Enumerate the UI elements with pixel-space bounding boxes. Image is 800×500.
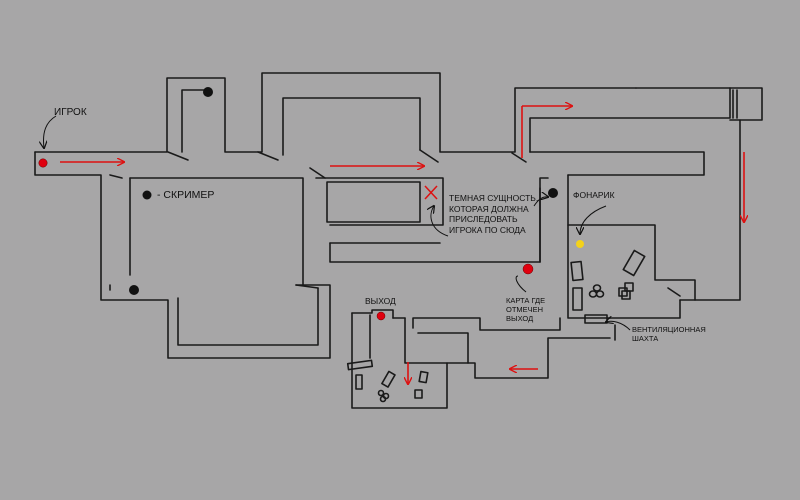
player-label: ИГРОК xyxy=(54,107,87,118)
player-marker xyxy=(38,158,48,168)
vent-note-line-1: ВЕНТИЛЯЦИОННАЯ xyxy=(632,325,706,334)
screamer-marker-3 xyxy=(548,188,558,198)
map-marker xyxy=(522,263,534,275)
annotation-pointers xyxy=(44,115,631,331)
exit-label: ВЫХОД xyxy=(365,296,396,306)
screamer-legend-label: - СКРИМЕР xyxy=(157,189,215,201)
furniture xyxy=(346,89,738,403)
doors xyxy=(109,149,681,297)
vent-note-line-2: ШАХТА xyxy=(632,334,659,343)
screamer-legend-marker xyxy=(142,190,152,200)
entity-marker-x xyxy=(424,185,438,200)
flashlight-label: ФОНАРИК xyxy=(573,190,615,200)
screamer-marker-2 xyxy=(129,285,139,295)
entity-note-line-3: ПРИСЛЕДОВАТЬ xyxy=(449,214,518,224)
map-note-line-1: КАРТА ГДЕ xyxy=(506,296,546,305)
map-note-line-2: ОТМЕЧЕН xyxy=(506,305,544,314)
screamer-marker-1 xyxy=(203,87,213,97)
vent-note: ВЕНТИЛЯЦИОННАЯ ШАХТА xyxy=(632,325,706,343)
map-note-line-3: ВЫХОД xyxy=(506,314,534,323)
walls xyxy=(34,72,763,409)
flashlight-marker xyxy=(576,240,584,248)
exit-marker xyxy=(376,311,386,321)
map-note: КАРТА ГДЕ ОТМЕЧЕН ВЫХОД xyxy=(506,296,545,323)
path-arrows xyxy=(60,106,744,384)
entity-note-line-2: КОТОРАЯ ДОЛЖНА xyxy=(449,203,529,214)
entity-note-line-4: ИГРОКА ПО СЮДА xyxy=(449,224,526,235)
entity-note: ТЕМНАЯ СУЩНОСТЬ, КОТОРАЯ ДОЛЖНА ПРИСЛЕДО… xyxy=(449,193,538,235)
entity-note-line-1: ТЕМНАЯ СУЩНОСТЬ, xyxy=(449,193,539,203)
